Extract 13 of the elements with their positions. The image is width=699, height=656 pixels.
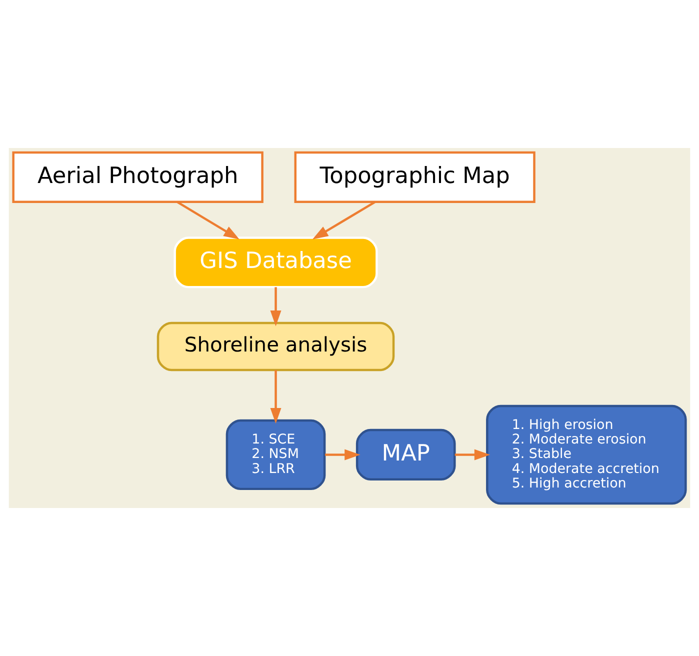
node-box: MAP — [356, 428, 456, 481]
node-box: Shoreline analysis — [156, 322, 395, 372]
node-box: 1. High erosion 2. Moderate erosion 3. Stable 4. Moderate accretion 5. High accretion — [486, 404, 687, 505]
node-box: Topographic Map — [294, 151, 536, 203]
arrow — [270, 370, 282, 424]
node-box: GIS Database — [174, 236, 378, 288]
arrow — [270, 287, 282, 326]
arrow — [176, 200, 240, 240]
arrow — [325, 449, 360, 460]
node-box: Aerial Photograph — [12, 151, 264, 203]
arrow — [312, 200, 376, 240]
arrow — [454, 449, 490, 460]
node-box: 1. SCE 2. NSM 3. LRR — [226, 419, 326, 490]
